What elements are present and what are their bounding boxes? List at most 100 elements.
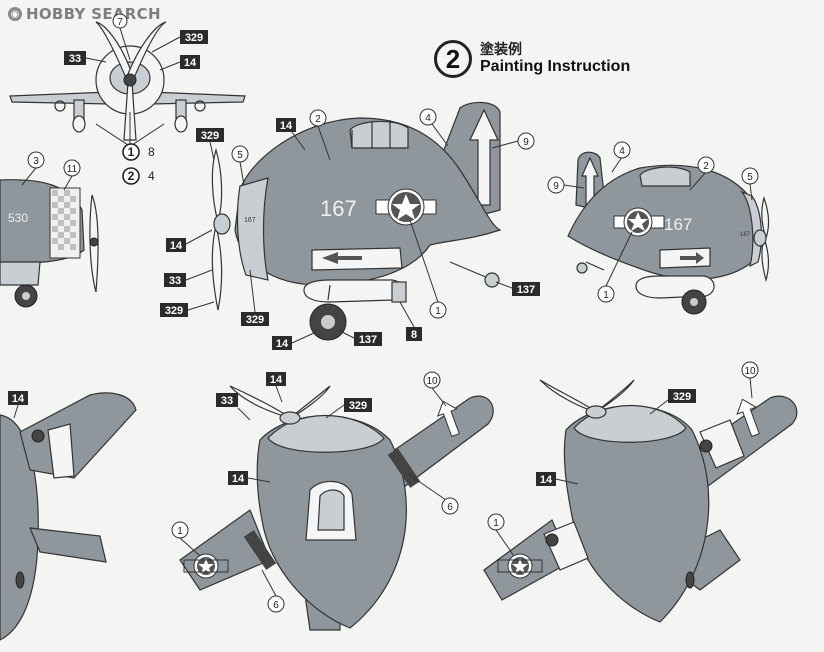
side-callout-b8: 8 xyxy=(399,301,422,341)
side-callout-b14-bottom: 14 xyxy=(272,331,317,350)
right-callout-circ1: 1 xyxy=(597,231,633,303)
svg-text:2: 2 xyxy=(315,114,321,125)
svg-text:14: 14 xyxy=(280,120,293,132)
side-number-right: 167 xyxy=(664,215,692,234)
step-title-en: Painting Instruction xyxy=(480,57,631,75)
svg-text:33: 33 xyxy=(69,53,81,65)
svg-text:1: 1 xyxy=(177,526,183,537)
bottom-right-callout-b14: 14 xyxy=(536,472,579,486)
svg-text:14: 14 xyxy=(540,474,553,486)
side-callout-b33: 33 xyxy=(164,269,213,287)
right-callout-circ5: 5 xyxy=(741,167,759,201)
svg-text:1: 1 xyxy=(603,290,609,301)
bottom-right-callout-circ1: 1 xyxy=(487,513,515,557)
side-callout-circ5: 5 xyxy=(231,145,249,186)
svg-text:1: 1 xyxy=(435,306,441,317)
side-callout-b137-right: 137 xyxy=(495,281,540,296)
step-header: 2 塗装例 Painting Instruction xyxy=(434,40,630,78)
hobby-search-logo-icon: ◉ xyxy=(8,7,22,21)
svg-text:2: 2 xyxy=(128,169,135,183)
left-callout-11: 11 xyxy=(63,159,81,191)
svg-text:6: 6 xyxy=(447,502,453,513)
svg-text:14: 14 xyxy=(232,473,245,485)
svg-text:33: 33 xyxy=(221,395,233,407)
svg-text:329: 329 xyxy=(185,32,203,44)
cowl-number-center: 167 xyxy=(244,217,256,224)
side-callout-b329-left: 329 xyxy=(160,301,215,317)
bottom-mid-callout-b33: 33 xyxy=(216,393,251,421)
bottom-mid-callout-b14: 14 xyxy=(228,471,271,485)
bottom-mid-callout-b14-top: 14 xyxy=(266,372,286,403)
bottom-left-callout-b14: 14 xyxy=(8,391,28,419)
side-number-center: 167 xyxy=(320,196,357,221)
bottom-middle-aircraft xyxy=(179,385,494,631)
cowl-number-right: 167 xyxy=(740,232,751,238)
svg-text:10: 10 xyxy=(744,366,756,377)
front-callout-7: 7 xyxy=(112,13,131,61)
svg-text:33: 33 xyxy=(169,275,181,287)
front-callout-14: 14 xyxy=(159,55,200,71)
bottom-mid-callout-circ6-bottom: 6 xyxy=(261,569,285,613)
side-callout-b329-top: 329 xyxy=(196,128,224,161)
bottom-left-partial-aircraft xyxy=(0,392,137,641)
side-callout-circ9: 9 xyxy=(491,132,535,150)
svg-text:5: 5 xyxy=(747,172,753,183)
svg-text:3: 3 xyxy=(33,156,39,167)
svg-text:8: 8 xyxy=(411,329,417,341)
bottom-mid-callout-circ6-right: 6 xyxy=(407,473,459,515)
svg-text:5: 5 xyxy=(237,150,243,161)
svg-text:1: 1 xyxy=(493,518,499,529)
left-partial-aircraft: 530 xyxy=(0,179,99,308)
legend-row-1: 1 8 xyxy=(122,143,155,161)
svg-text:7: 7 xyxy=(117,17,123,28)
front-view-aircraft xyxy=(9,21,246,150)
right-callout-circ4: 4 xyxy=(611,141,631,173)
svg-text:8: 8 xyxy=(148,145,155,159)
center-side-aircraft: 167 167 xyxy=(211,101,502,341)
side-callout-b137-bottom: 137 xyxy=(337,329,382,346)
bottom-right-callout-b329: 329 xyxy=(649,389,696,415)
front-callout-329: 329 xyxy=(151,30,208,53)
step-number: 2 xyxy=(434,40,472,78)
svg-text:137: 137 xyxy=(359,334,377,346)
svg-text:14: 14 xyxy=(270,374,283,386)
svg-text:4: 4 xyxy=(619,146,625,157)
side-callout-b14-top: 14 xyxy=(276,118,306,151)
tail-number-label: 530 xyxy=(8,211,28,225)
bottom-right-callout-circ10: 10 xyxy=(741,361,759,399)
svg-text:11: 11 xyxy=(67,164,78,175)
step-title-jp: 塗装例 xyxy=(480,41,522,58)
right-callout-circ9: 9 xyxy=(547,176,585,194)
svg-text:6: 6 xyxy=(273,600,279,611)
side-callout-b329-bottom: 329 xyxy=(241,269,269,326)
svg-text:329: 329 xyxy=(246,314,264,326)
svg-text:2: 2 xyxy=(703,161,709,172)
bottom-mid-callout-circ1: 1 xyxy=(171,521,201,557)
legend-row-2: 2 4 xyxy=(122,167,155,185)
side-callout-circ4: 4 xyxy=(419,108,449,147)
svg-text:14: 14 xyxy=(170,240,183,252)
svg-text:4: 4 xyxy=(425,113,431,124)
svg-text:4: 4 xyxy=(148,169,155,183)
side-callout-circ2: 2 xyxy=(309,109,331,161)
svg-text:329: 329 xyxy=(673,391,691,403)
right-side-aircraft: 167 167 xyxy=(567,151,770,315)
svg-text:14: 14 xyxy=(12,393,25,405)
bottom-right-aircraft xyxy=(483,379,798,623)
bottom-mid-callout-b329: 329 xyxy=(325,398,372,419)
svg-text:10: 10 xyxy=(426,376,438,387)
left-callout-3: 3 xyxy=(21,151,45,186)
side-callout-b14-left: 14 xyxy=(166,229,213,252)
svg-text:329: 329 xyxy=(349,400,367,412)
svg-text:14: 14 xyxy=(184,57,197,69)
right-callout-circ2: 2 xyxy=(689,156,715,191)
svg-text:329: 329 xyxy=(201,130,219,142)
svg-text:9: 9 xyxy=(553,181,559,192)
bottom-mid-callout-circ10: 10 xyxy=(423,371,447,407)
svg-text:9: 9 xyxy=(523,137,529,148)
svg-text:14: 14 xyxy=(276,338,289,350)
svg-text:1: 1 xyxy=(128,145,135,159)
front-callout-33: 33 xyxy=(64,51,107,65)
